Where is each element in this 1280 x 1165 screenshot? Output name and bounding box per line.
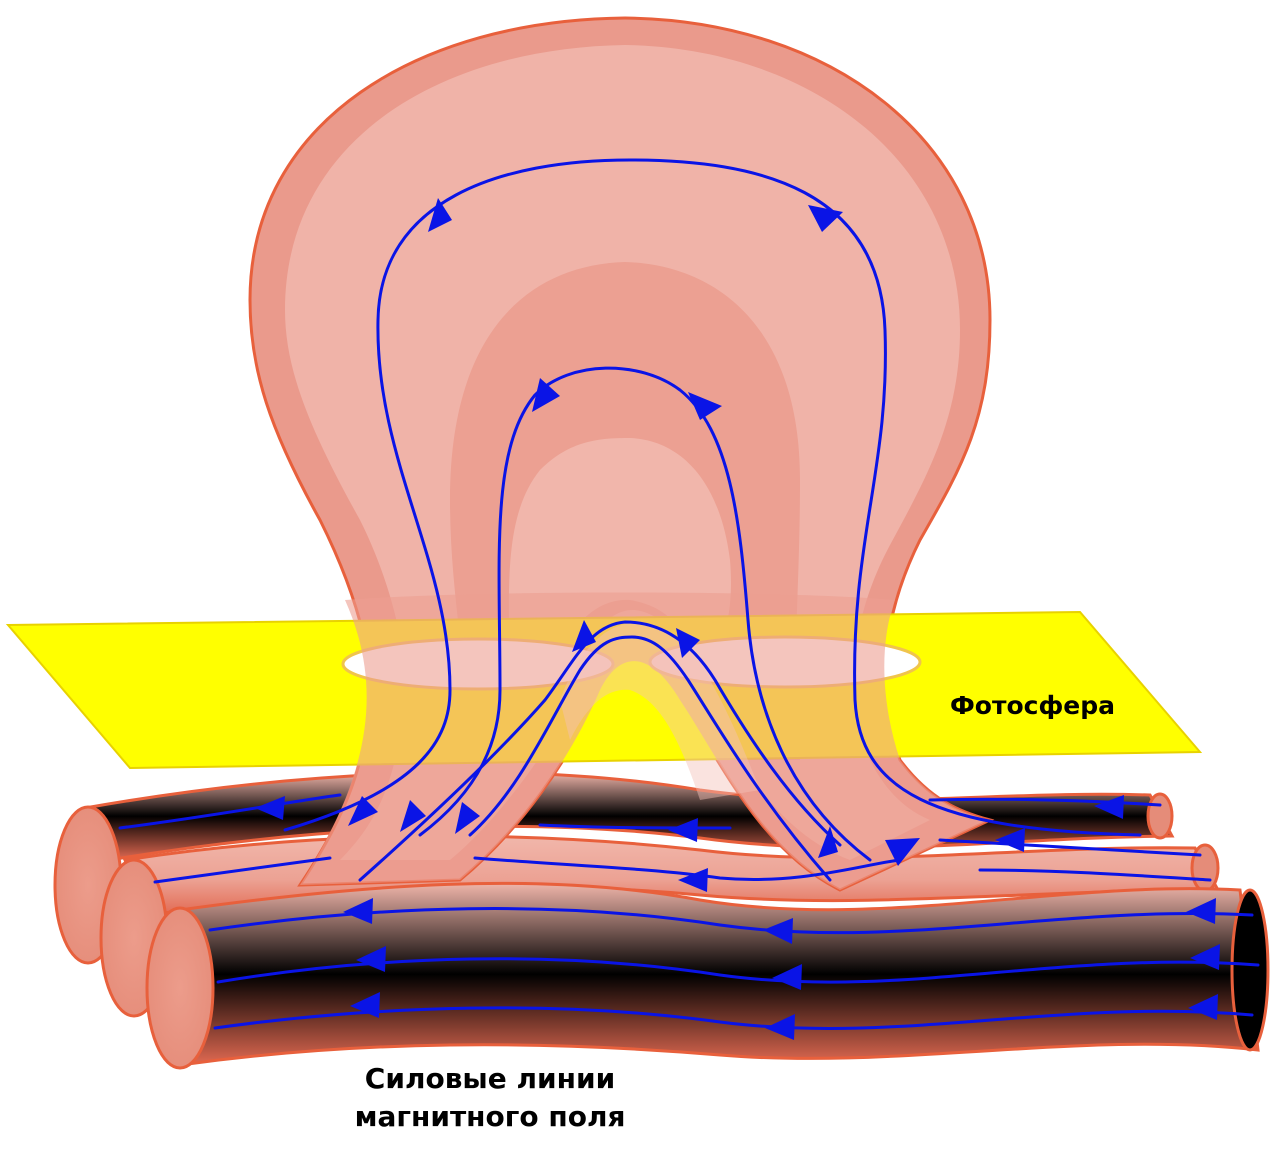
arrow-icon (343, 898, 373, 924)
arrow-icon (772, 964, 802, 990)
field-lines-caption: Силовые линии магнитного поля (300, 1060, 680, 1136)
arrow-icon (1094, 795, 1124, 819)
photosphere-label: Фотосфера (950, 691, 1115, 720)
arrow-icon (400, 800, 426, 832)
arrow-icon (532, 378, 560, 412)
arrow-icon (765, 1014, 795, 1040)
arrow-icon (428, 198, 452, 232)
arrow-icon (678, 868, 708, 892)
arrow-icon (1190, 944, 1220, 970)
arrow-icon (818, 826, 838, 858)
arrow-icon (350, 992, 380, 1018)
arrow-icon (808, 205, 843, 232)
direction-arrows (255, 198, 1220, 1040)
tube-end-caps (53, 805, 215, 1070)
arrow-icon (676, 628, 700, 658)
arrow-icon (668, 818, 698, 842)
arrow-icon (455, 802, 480, 834)
arrow-icon (995, 828, 1025, 852)
arrow-icon (1188, 994, 1218, 1020)
field-lines-caption-line2: магнитного поля (354, 1100, 626, 1133)
arrow-icon (763, 918, 793, 944)
arrow-icon (885, 838, 920, 866)
arrow-icon (356, 946, 386, 972)
arrow-icon (688, 392, 722, 420)
arrow-icon (348, 796, 378, 826)
field-lines-caption-line1: Силовые линии (364, 1062, 616, 1095)
arrow-icon (1186, 898, 1216, 924)
arrow-icon (255, 796, 285, 820)
loop-legs-glow (560, 622, 760, 800)
arrow-icon (572, 620, 596, 652)
